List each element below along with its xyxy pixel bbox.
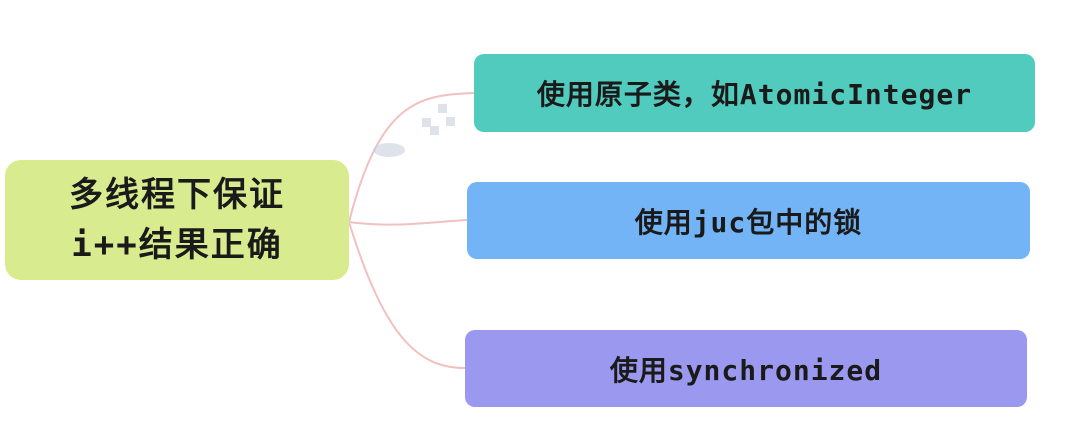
root-topic-line-2: i++结果正确 bbox=[71, 225, 283, 265]
branch-label-atomic: 使用原子类，如AtomicInteger bbox=[536, 78, 973, 111]
branch-node-juc-lock: 使用juc包中的锁 bbox=[467, 182, 1030, 259]
branch-label-synchronized: 使用synchronized bbox=[609, 353, 883, 387]
branch-node-synchronized: 使用synchronized bbox=[465, 330, 1027, 407]
connector-to-atomic bbox=[348, 92, 475, 223]
connector-to-synchronized bbox=[348, 221, 466, 369]
connector-to-juc-lock bbox=[348, 219, 468, 226]
root-topic-line-1: 多线程下保证 bbox=[69, 175, 285, 215]
watermark-icon bbox=[373, 104, 455, 157]
root-topic-node: 多线程下保证 i++结果正确 bbox=[5, 160, 349, 280]
branch-label-juc-lock: 使用juc包中的锁 bbox=[634, 205, 863, 239]
branch-node-atomic: 使用原子类，如AtomicInteger bbox=[474, 54, 1035, 132]
